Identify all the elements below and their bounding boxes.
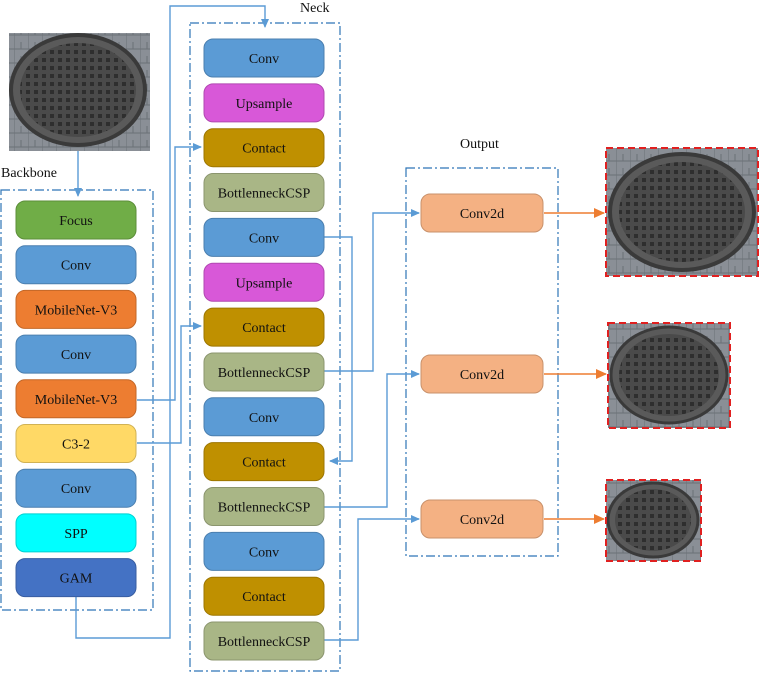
neck-block: BottlenneckCSP xyxy=(203,487,325,526)
connector-c3-to-contact xyxy=(137,322,202,444)
backbone-block-box xyxy=(15,334,137,374)
neck-block: Contact xyxy=(203,307,325,347)
detection-image-medium xyxy=(607,322,731,429)
backbone-block: Conv xyxy=(15,468,137,508)
neck-block-box xyxy=(203,531,325,571)
neck-block-label: Contact xyxy=(242,590,286,605)
neck-block-label: BottlenneckCSP xyxy=(218,635,311,650)
neck-block: Contact xyxy=(203,576,325,616)
neck-blocks: ConvUpsampleContactBottlenneckCSPConvUps… xyxy=(203,38,325,661)
backbone-label: Backbone xyxy=(1,166,57,181)
neck-block-label: BottlenneckCSP xyxy=(218,501,311,516)
neck-block-box xyxy=(203,38,325,78)
backbone-block-label: C3-2 xyxy=(62,438,90,453)
output-arrows xyxy=(544,208,607,524)
neck-block-box xyxy=(203,442,325,482)
backbone-block: MobileNet-V3 xyxy=(15,379,137,419)
output-block-box xyxy=(420,499,544,539)
backbone-block: C3-2 xyxy=(15,424,137,463)
neck-block-label: Upsample xyxy=(236,97,293,112)
backbone-block-box xyxy=(15,245,137,285)
backbone-block: MobileNet-V3 xyxy=(15,289,137,329)
backbone-block-box xyxy=(15,424,137,463)
output-section-border xyxy=(405,167,559,557)
neck-block-box xyxy=(203,83,325,123)
backbone-block-label: MobileNet-V3 xyxy=(35,303,117,318)
neck-block-box xyxy=(203,352,325,392)
backbone-block-label: GAM xyxy=(60,572,93,587)
backbone-block-box xyxy=(15,558,137,598)
neck-block-label: Conv xyxy=(249,52,279,67)
neck-block-box xyxy=(203,262,325,302)
neck-block: Contact xyxy=(203,442,325,482)
output-block-box xyxy=(420,354,544,394)
connector-csp-to-conv2d-3 xyxy=(324,515,420,641)
output-block-label: Conv2d xyxy=(460,207,504,222)
connector-csp-to-conv2d-2 xyxy=(324,370,420,508)
neck-block: Upsample xyxy=(203,262,325,302)
output-block-label: Conv2d xyxy=(460,513,504,528)
neck-block: Conv xyxy=(203,397,325,437)
output-block-label: Conv2d xyxy=(460,368,504,383)
connector-mobilenet-to-contact xyxy=(137,143,202,401)
connector-conv-to-contact xyxy=(324,236,353,465)
backbone-block: SPP xyxy=(15,513,137,553)
neck-block: Conv xyxy=(203,531,325,571)
backbone-block-box xyxy=(15,289,137,329)
output-block: Conv2d xyxy=(420,354,544,394)
connector-csp-to-conv2d-1 xyxy=(324,209,420,372)
backbone-block-box xyxy=(15,468,137,508)
neck-block-box xyxy=(203,487,325,526)
neck-block: Contact xyxy=(203,128,325,168)
neck-block-label: Conv xyxy=(249,545,279,560)
backbone-block-label: SPP xyxy=(64,527,88,542)
detection-image-large xyxy=(605,147,759,277)
output-block: Conv2d xyxy=(420,499,544,539)
output-block-box xyxy=(420,193,544,233)
neck-block: Upsample xyxy=(203,83,325,123)
backbone-block: Focus xyxy=(15,200,137,240)
neck-block-box xyxy=(203,621,325,661)
connectors xyxy=(74,5,420,641)
neck-block: BottlenneckCSP xyxy=(203,173,325,213)
neck-block-box xyxy=(203,576,325,616)
output-block: Conv2d xyxy=(420,193,544,233)
backbone-block-label: MobileNet-V3 xyxy=(35,393,117,408)
neck-block: Conv xyxy=(203,38,325,78)
neck-block-label: Contact xyxy=(242,456,286,471)
neck-block: BottlenneckCSP xyxy=(203,352,325,392)
backbone-block-box xyxy=(15,200,137,240)
neck-block-label: Conv xyxy=(249,231,279,246)
neck-block-box xyxy=(203,217,325,257)
output-label: Output xyxy=(460,137,499,152)
connector-gam-to-neck xyxy=(75,5,269,639)
neck-block: Conv xyxy=(203,217,325,257)
backbone-block-label: Conv xyxy=(61,348,91,363)
neck-block-box xyxy=(203,173,325,213)
neck-block-box xyxy=(203,128,325,168)
neck-block-label: BottlenneckCSP xyxy=(218,366,311,381)
neck-block-label: Upsample xyxy=(236,276,293,291)
neck-block-label: Contact xyxy=(242,321,286,336)
neck-block: BottlenneckCSP xyxy=(203,621,325,661)
neck-block-box xyxy=(203,307,325,347)
backbone-block: Conv xyxy=(15,245,137,285)
input-image xyxy=(9,33,150,151)
backbone-blocks: FocusConvMobileNet-V3ConvMobileNet-V3C3-… xyxy=(15,200,137,598)
neck-block-label: Contact xyxy=(242,142,286,157)
backbone-block-label: Conv xyxy=(61,259,91,274)
backbone-block-box xyxy=(15,513,137,553)
backbone-block: Conv xyxy=(15,334,137,374)
backbone-block-label: Conv xyxy=(61,482,91,497)
detection-image-small xyxy=(605,479,702,562)
neck-block-box xyxy=(203,397,325,437)
backbone-block-label: Focus xyxy=(59,214,92,229)
backbone-block-box xyxy=(15,379,137,419)
backbone-block: GAM xyxy=(15,558,137,598)
neck-block-label: BottlenneckCSP xyxy=(218,187,311,202)
neck-label: Neck xyxy=(300,1,330,16)
neck-block-label: Conv xyxy=(249,411,279,426)
